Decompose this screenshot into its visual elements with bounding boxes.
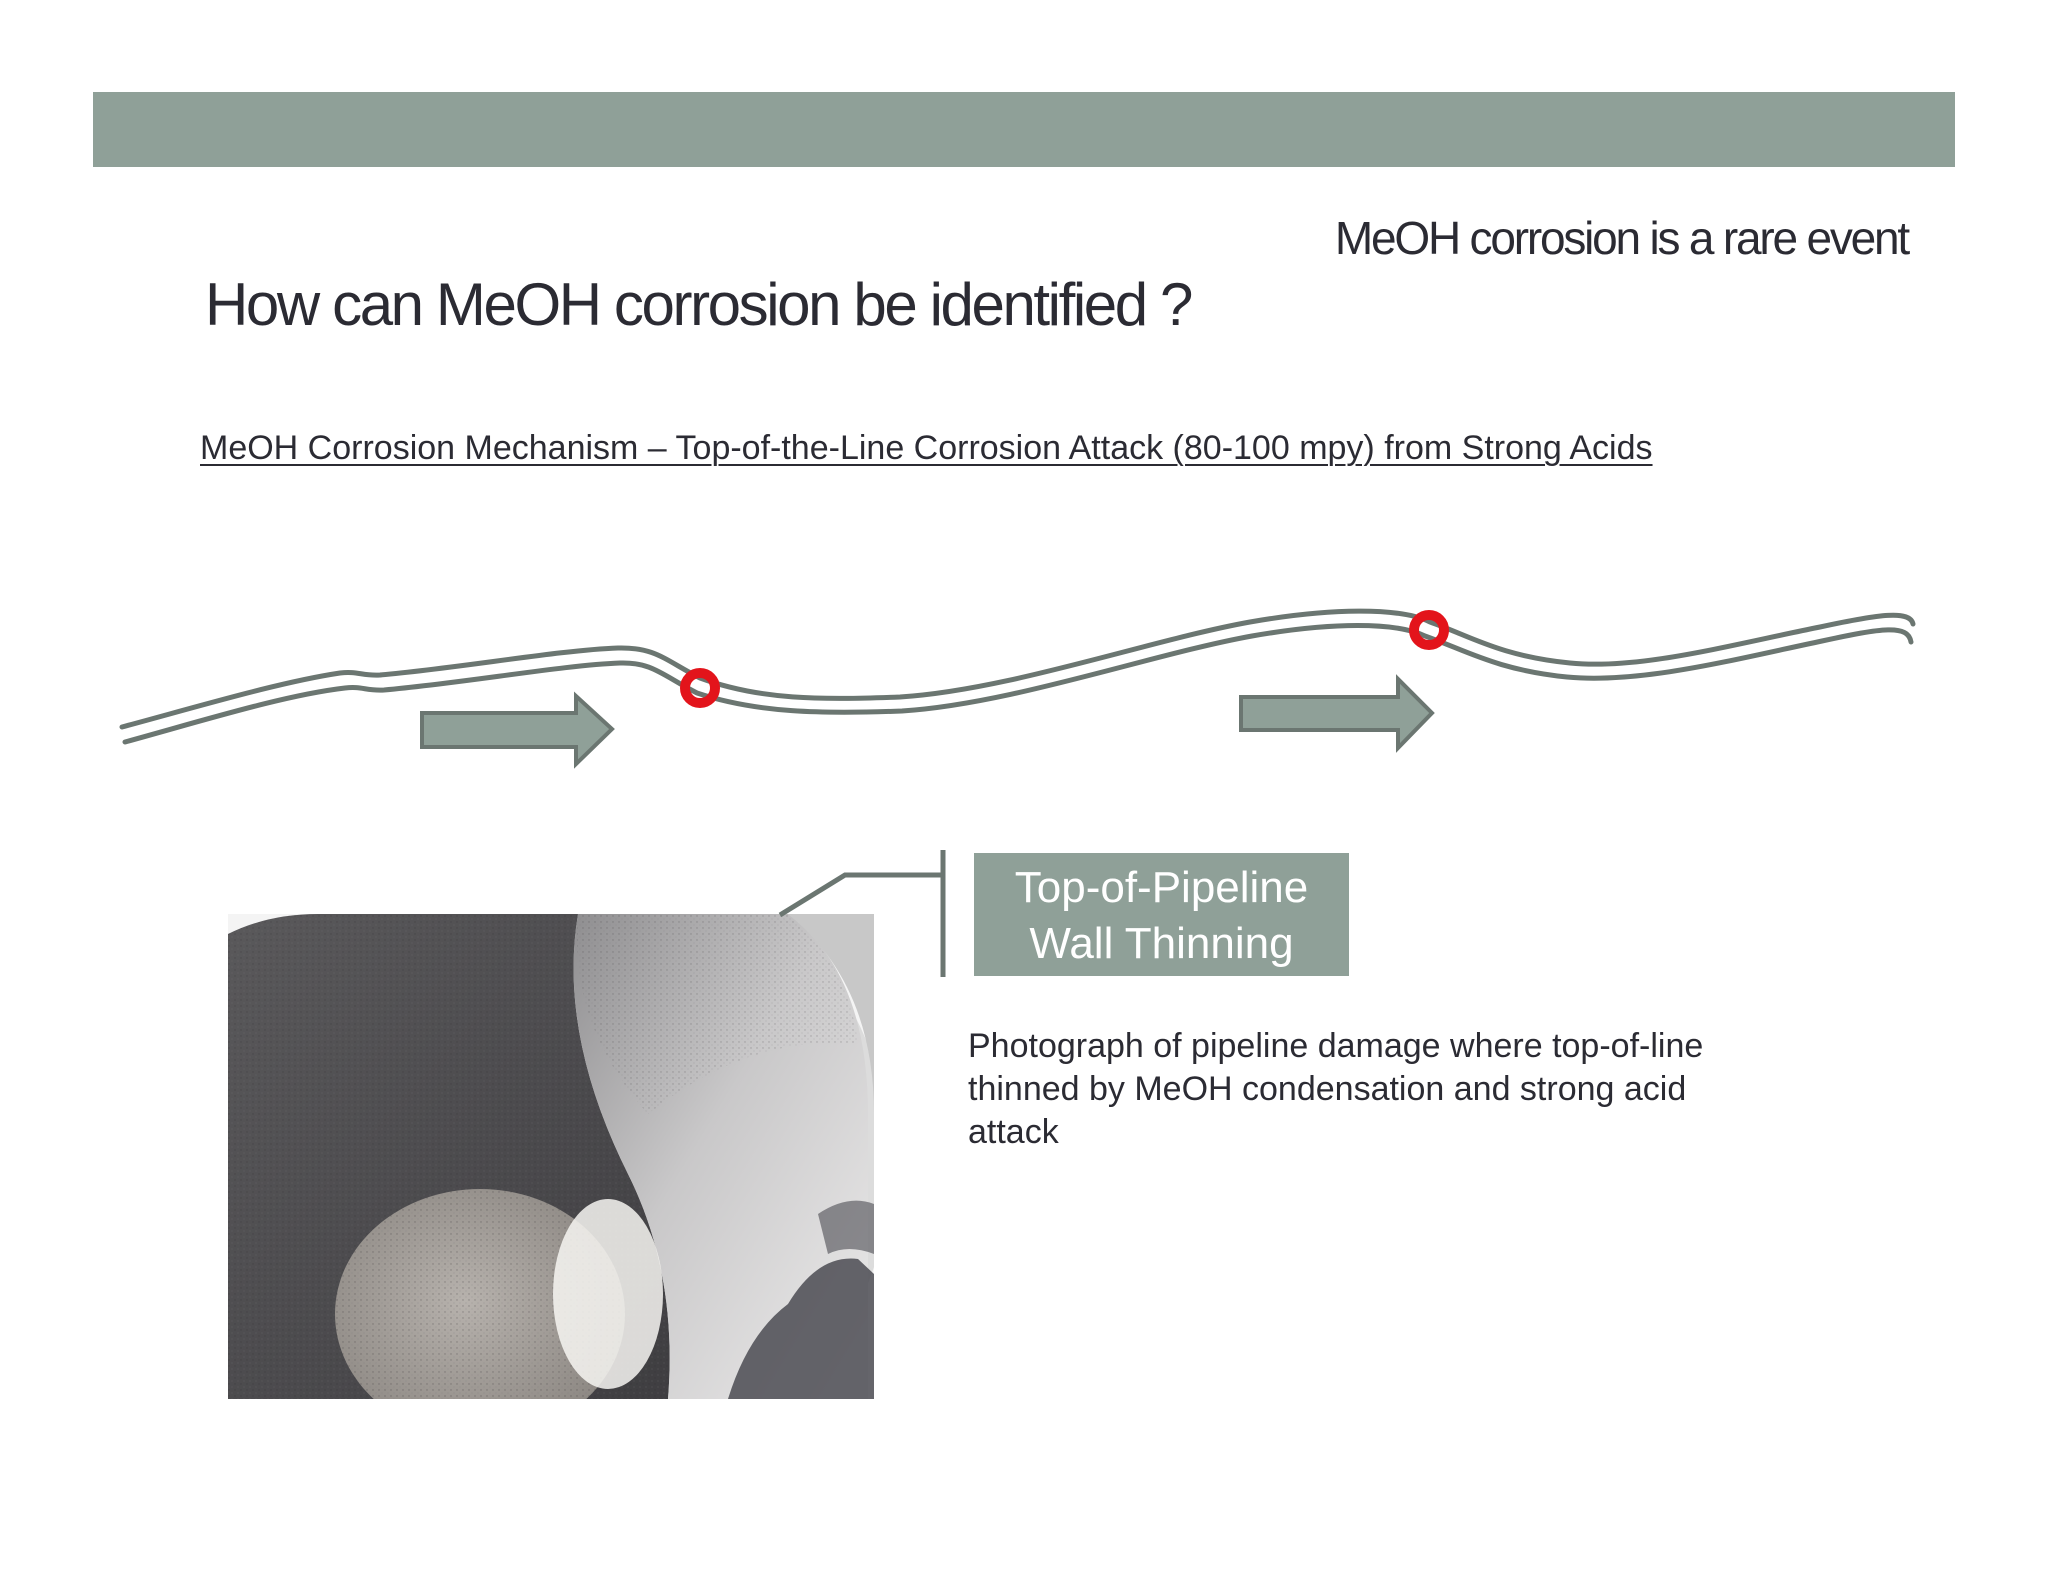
callout-label-line2: Wall Thinning <box>1029 919 1294 968</box>
flow-arrow-2 <box>1239 674 1435 753</box>
header-band <box>93 92 1955 167</box>
callout-label-line1: Top-of-Pipeline <box>1014 863 1309 912</box>
pipeline-damage-photo <box>228 914 874 1399</box>
callout-label-box: Top-of-Pipeline Wall Thinning <box>974 853 1349 976</box>
slide-title: How can MeOH corrosion be identified ? <box>205 271 1193 338</box>
corrosion-marker-1 <box>680 668 720 708</box>
photo-caption: Photograph of pipeline damage where top-… <box>968 1027 1704 1151</box>
flow-arrow-1 <box>420 691 615 769</box>
slide-subtitle: MeOH corrosion is a rare event <box>1334 212 1910 264</box>
corrosion-marker-2 <box>1409 610 1449 650</box>
pipeline-diagram <box>119 608 1916 769</box>
mechanism-heading: MeOH Corrosion Mechanism – Top-of-the-Li… <box>200 429 1653 467</box>
callout-connector <box>778 850 946 977</box>
pipeline-profile <box>119 608 1916 745</box>
